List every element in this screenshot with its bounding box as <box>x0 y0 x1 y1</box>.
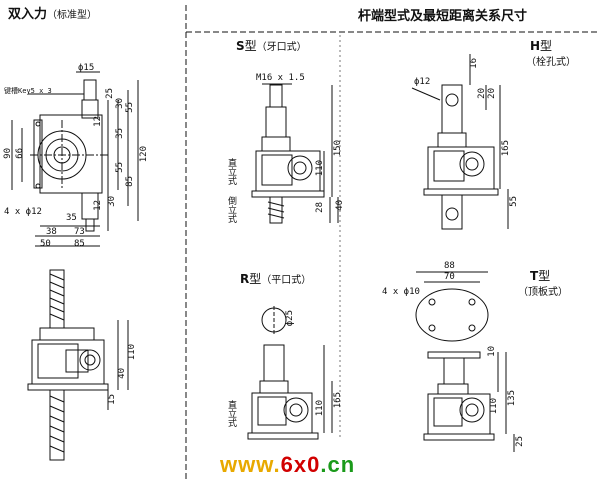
s-110: 110 <box>315 160 325 177</box>
dim-15b: 15 <box>107 394 117 405</box>
s-upright: 直立式 <box>226 158 236 185</box>
t-25: 25 <box>515 436 525 447</box>
t-10: 10 <box>487 346 497 357</box>
dim-66: 66 <box>15 148 25 159</box>
dim-50: 50 <box>40 239 51 249</box>
s-type-label: S型（牙口式） <box>236 39 307 53</box>
h-20b: 20 <box>487 88 497 99</box>
s-type-view <box>251 83 339 224</box>
t-135: 135 <box>507 390 517 407</box>
dim-85b: 85 <box>74 239 85 249</box>
h-type-label: H型 <box>530 39 553 53</box>
left-top-view <box>11 71 139 247</box>
dim-d15: ϕ15 <box>78 63 95 73</box>
dim-12: 12 <box>93 116 103 127</box>
r-110: 110 <box>315 400 325 417</box>
r-type-label: R型（平口式） <box>240 272 312 286</box>
r-type-view <box>247 306 333 440</box>
t-type-view <box>415 271 515 452</box>
dim-35b: 35 <box>66 213 77 223</box>
t-bolt: 4 x ϕ10 <box>382 287 420 297</box>
h-type-desc: （栓孔式） <box>526 57 576 68</box>
left-title: 双入力（标准型） <box>8 7 98 22</box>
dim-30: 30 <box>115 98 125 109</box>
h-55: 55 <box>509 196 519 207</box>
dim-30b: 30 <box>107 196 117 207</box>
dim-55a: 55 <box>125 102 135 113</box>
s-inverted: 倒立式 <box>226 196 236 223</box>
h-16: 16 <box>469 58 479 69</box>
r-165: 165 <box>333 392 343 409</box>
dim-55b: 55 <box>115 162 125 173</box>
dim-85a: 85 <box>125 176 135 187</box>
s-40: 40 <box>335 200 345 211</box>
left-bottom-view <box>27 269 129 461</box>
t-110: 110 <box>489 398 499 415</box>
dim-12b: 12 <box>93 200 103 211</box>
s-28: 28 <box>315 202 325 213</box>
h-165: 165 <box>501 140 511 157</box>
dim-73: 73 <box>74 227 85 237</box>
t-70: 70 <box>444 272 455 282</box>
h-type-view <box>411 54 509 230</box>
s-thread: M16 x 1.5 <box>256 73 305 83</box>
dim-keyway: 键槽Key5 x 3 <box>4 87 52 95</box>
dim-bolt: 4 x ϕ12 <box>4 207 42 217</box>
dim-35a: 35 <box>115 128 125 139</box>
t-type-desc: （顶板式） <box>518 287 568 298</box>
dim-38: 38 <box>46 227 57 237</box>
t-88: 88 <box>444 261 455 271</box>
watermark: www.6x0.cn <box>220 452 356 477</box>
dim-40: 40 <box>117 368 127 379</box>
r-d25: ϕ25 <box>285 310 295 327</box>
s-150: 150 <box>333 140 343 157</box>
right-title: 杆端型式及最短距离关系尺寸 <box>358 9 528 24</box>
dim-110: 110 <box>127 344 137 361</box>
r-upright: 直立式 <box>226 400 236 427</box>
h-20a: 20 <box>477 88 487 99</box>
t-type-label: T型 <box>530 269 551 283</box>
dim-120: 120 <box>139 146 149 163</box>
dim-90: 90 <box>3 148 13 159</box>
h-d12: ϕ12 <box>414 77 431 87</box>
dim-25: 25 <box>105 88 115 99</box>
